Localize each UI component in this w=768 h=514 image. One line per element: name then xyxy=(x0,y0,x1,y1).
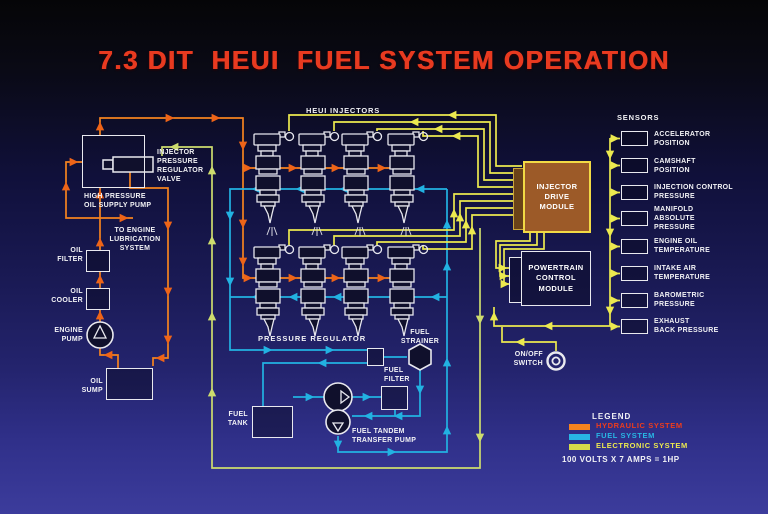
onoff-switch-label: ON/OFF SWITCH xyxy=(513,351,543,368)
heui-injector xyxy=(253,244,295,337)
heui-injector xyxy=(387,131,429,224)
sensor-label-injection-control-pressure: INJECTION CONTROL PRESSURE xyxy=(654,184,733,201)
fuel-tank-box xyxy=(252,406,293,438)
legend-swatch-hydraulic xyxy=(569,424,590,430)
heui-injector xyxy=(387,244,429,337)
fuel-filter-label: FUEL FILTER xyxy=(384,367,410,384)
sensor-label-exhaust-back-pressure: EXHAUST BACK PRESSURE xyxy=(654,318,719,335)
sensor-label-intake-air-temperature: INTAKE AIR TEMPERATURE xyxy=(654,265,711,282)
sensor-label-manifold-absolute-pressure: MANIFOLD ABSOLUTE PRESSURE xyxy=(654,206,695,232)
onoff-switch-shape xyxy=(546,351,566,371)
sensor-box-engine-oil-temperature xyxy=(621,239,648,254)
legend-label-fuel: FUEL SYSTEM xyxy=(596,431,655,440)
oil-sump-label: OIL SUMP xyxy=(81,378,103,395)
sensor-box-accelerator-position xyxy=(621,131,648,146)
sensor-label-barometric-pressure: BAROMETRIC PRESSURE xyxy=(654,292,705,309)
hp-oil-pump-box xyxy=(82,135,145,188)
sensor-box-barometric-pressure xyxy=(621,293,648,308)
heui-injector xyxy=(253,131,295,224)
pressure-regulator-label: PRESSURE REGULATOR xyxy=(258,334,367,343)
sensor-box-camshaft-position xyxy=(621,158,648,173)
sensors-header: SENSORS xyxy=(617,113,660,122)
sensor-box-exhaust-back-pressure xyxy=(621,319,648,334)
wiring-layer xyxy=(61,110,620,469)
sensor-box-manifold-absolute-pressure xyxy=(621,211,648,226)
heui-injector xyxy=(341,131,383,224)
legend-title: LEGEND xyxy=(592,412,632,421)
oil-sump-box xyxy=(106,368,153,400)
sensor-box-intake-air-temperature xyxy=(621,266,648,281)
heui-injector xyxy=(341,244,383,337)
pressure-regulator-box xyxy=(367,348,384,366)
fuel-strainer-shape xyxy=(408,343,432,371)
idm-box xyxy=(523,161,591,233)
hp-pump-label: HIGH PRESSURE OIL SUPPLY PUMP xyxy=(84,193,152,210)
legend-swatch-fuel xyxy=(569,434,590,440)
legend-label-hydraulic: HYDRAULIC SYSTEM xyxy=(596,421,683,430)
idm-label: INJECTOR DRIVE MODULE xyxy=(536,181,578,212)
page-title: 7.3 DIT HEUI FUEL SYSTEM OPERATION xyxy=(98,45,670,75)
fuel-filter-box xyxy=(381,386,408,410)
legend-swatch-electronic xyxy=(569,444,590,450)
heui-injector xyxy=(298,131,340,224)
sensor-label-camshaft-position: CAMSHAFT POSITION xyxy=(654,158,696,175)
spray-marks xyxy=(266,226,412,236)
tandem-pump-label: FUEL TANDEM TRANSFER PUMP xyxy=(352,428,417,445)
legend-formula: 100 VOLTS X 7 AMPS = 1HP xyxy=(562,455,680,464)
pcm-label: POWERTRAIN CONTROL MODULE xyxy=(528,263,584,293)
heui-injector xyxy=(298,244,340,337)
pcm-box xyxy=(521,251,591,306)
sensor-box-injection-control-pressure xyxy=(621,185,648,200)
fuel-tank-label: FUEL TANK xyxy=(227,411,248,428)
lube-label: TO ENGINE LUBRICATION SYSTEM xyxy=(109,227,161,253)
oil-filter-box xyxy=(86,250,110,272)
tandem-pump-shape xyxy=(323,382,353,435)
fuel-strainer-label: FUEL STRAINER xyxy=(400,329,440,346)
ipr-valve-shape xyxy=(102,156,154,173)
oil-cooler-box xyxy=(86,288,110,310)
sensor-label-accelerator-position: ACCELERATOR POSITION xyxy=(654,131,711,148)
oil-filter-label: OIL FILTER xyxy=(57,247,83,264)
oil-cooler-label: OIL COOLER xyxy=(51,288,83,305)
heui-injectors-label: HEUI INJECTORS xyxy=(306,106,380,115)
engine-pump-shape xyxy=(86,321,114,349)
engine-pump-label: ENGINE PUMP xyxy=(54,327,83,344)
sensor-label-engine-oil-temperature: ENGINE OIL TEMPERATURE xyxy=(654,238,711,255)
legend-label-electronic: ELECTRONIC SYSTEM xyxy=(596,441,688,450)
component-shapes xyxy=(86,131,566,435)
ipr-valve-label: INJECTOR PRESSURE REGULATOR VALVE xyxy=(157,149,204,184)
